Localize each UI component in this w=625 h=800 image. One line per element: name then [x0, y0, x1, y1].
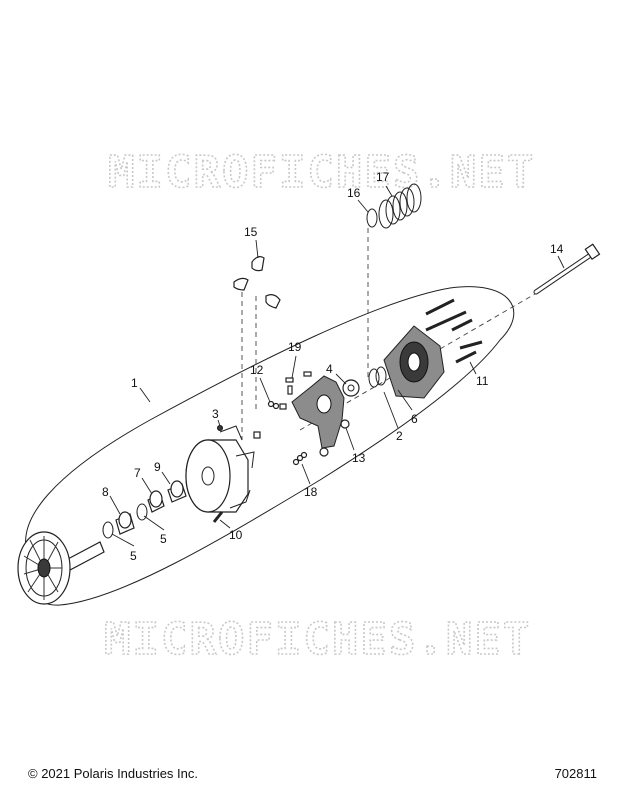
callout-3: 3 [212, 407, 219, 421]
callout-16: 16 [347, 186, 361, 200]
callout-19: 19 [288, 340, 302, 354]
watermark-top: MICROFICHES.NET [108, 147, 535, 198]
fixed-sheave [17, 531, 105, 605]
callout-9: 9 [154, 460, 161, 474]
long-bolt [533, 243, 601, 295]
spider-hardware [292, 451, 308, 466]
callout-5b: 5 [160, 532, 167, 546]
cover-bolts [425, 298, 483, 364]
callout-13: 13 [352, 451, 366, 465]
moveable-sheave [185, 425, 255, 513]
spider [291, 375, 345, 449]
roller-weights [233, 256, 281, 309]
leader-lines [109, 185, 565, 547]
callout-1: 1 [131, 376, 138, 390]
diagram-number: 702811 [554, 766, 597, 781]
cover-plate [383, 325, 445, 399]
callout-15: 15 [244, 225, 258, 239]
callout-8: 8 [102, 485, 109, 499]
sheave-pin [212, 511, 224, 523]
spider-buttons [319, 419, 350, 457]
callout-5a: 5 [130, 549, 137, 563]
spacer-9 [167, 480, 187, 503]
callout-7: 7 [134, 466, 141, 480]
retaining-rings [102, 503, 148, 539]
callout-17: 17 [376, 170, 390, 184]
callout-14: 14 [550, 242, 564, 256]
bushing [342, 379, 360, 397]
callout-labels: 1 2 3 4 5 5 6 7 8 9 10 11 12 13 14 15 16… [102, 170, 564, 563]
o-rings [368, 366, 387, 388]
callout-6: 6 [411, 412, 418, 426]
callout-2: 2 [396, 429, 403, 443]
callout-12: 12 [250, 363, 264, 377]
clutch-spring [378, 183, 422, 229]
callout-10: 10 [229, 528, 243, 542]
spacer-8 [115, 511, 135, 535]
callout-4: 4 [326, 362, 333, 376]
callout-18: 18 [304, 485, 318, 499]
watermark-bottom: MICROFICHES.NET [104, 614, 531, 665]
small-ring [217, 425, 223, 431]
assembly-outline [25, 286, 515, 606]
roller-pins [285, 371, 312, 395]
roller-hardware [253, 400, 287, 439]
snap-ring [366, 208, 378, 228]
spacer-7 [147, 490, 165, 513]
copyright-text: © 2021 Polaris Industries Inc. [28, 766, 198, 781]
callout-11: 11 [476, 374, 489, 388]
